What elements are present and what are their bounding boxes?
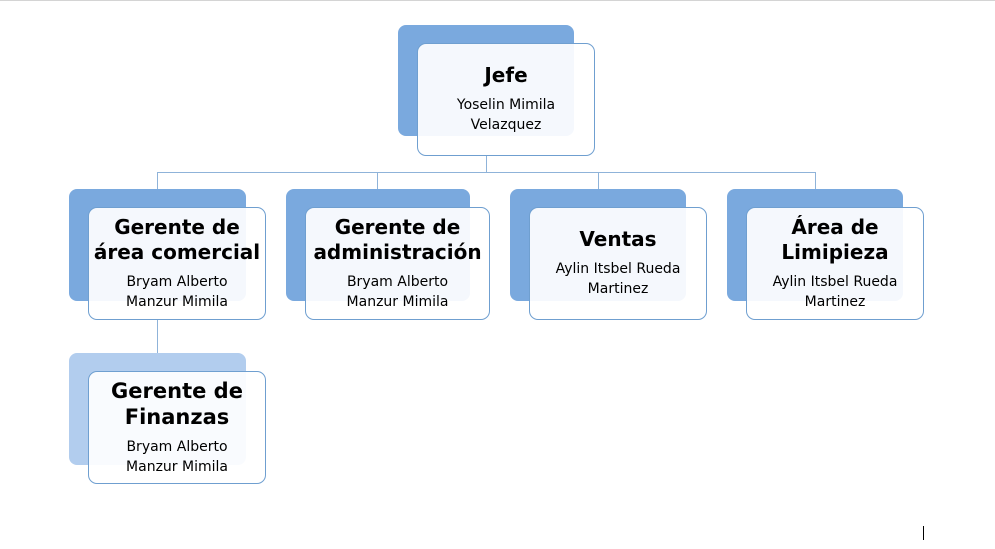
node-card: Gerente de Finanzas Bryam Alberto Manzur…	[88, 371, 266, 484]
org-node-gerente-area-comercial[interactable]: Gerente de área comercial Bryam Alberto …	[69, 189, 266, 320]
connector-comercial-finanzas	[157, 319, 158, 353]
node-person: Aylin Itsbel Rueda Martinez	[555, 261, 681, 297]
node-person: Bryam Alberto Manzur Mimila	[126, 273, 228, 310]
node-card: Ventas Aylin Itsbel Rueda Martinez	[529, 207, 707, 320]
node-title: Área de Limipieza	[781, 214, 889, 264]
org-node-gerente-finanzas[interactable]: Gerente de Finanzas Bryam Alberto Manzur…	[69, 353, 266, 484]
node-title: Gerente de área comercial	[93, 214, 261, 264]
org-node-area-limpieza[interactable]: Área de Limipieza Aylin Itsbel Rueda Mar…	[727, 189, 924, 320]
org-node-jefe[interactable]: Jefe Yoselin Mimila Velazquez	[398, 25, 595, 156]
page-top-rule	[0, 0, 995, 1]
node-person: Bryam Alberto Manzur Mimila	[126, 439, 228, 475]
connector-drop-administracion	[377, 172, 378, 189]
connector-root-down	[486, 155, 487, 172]
connector-horizontal	[157, 172, 816, 173]
org-node-ventas[interactable]: Ventas Aylin Itsbel Rueda Martinez	[510, 189, 707, 320]
node-person: Yoselin Mimila Velazquez	[456, 97, 556, 133]
connector-drop-limpieza	[815, 172, 816, 189]
connector-drop-comercial	[157, 172, 158, 189]
org-node-gerente-administracion[interactable]: Gerente de administración Bryam Alberto …	[286, 189, 490, 320]
text-cursor	[923, 526, 924, 540]
node-card: Gerente de administración Bryam Alberto …	[305, 207, 490, 320]
node-card: Jefe Yoselin Mimila Velazquez	[417, 43, 595, 156]
node-person: Aylin Itsbel Rueda Martinez	[772, 273, 898, 310]
node-person: Bryam Alberto Manzur Mimila	[346, 273, 449, 310]
node-card: Área de Limipieza Aylin Itsbel Rueda Mar…	[746, 207, 924, 320]
node-card: Gerente de área comercial Bryam Alberto …	[88, 207, 266, 320]
connector-drop-ventas	[598, 172, 599, 189]
node-title: Ventas	[579, 227, 657, 252]
node-title: Jefe	[484, 63, 528, 88]
node-title: Gerente de Finanzas	[111, 378, 243, 429]
node-title: Gerente de administración	[313, 214, 482, 264]
